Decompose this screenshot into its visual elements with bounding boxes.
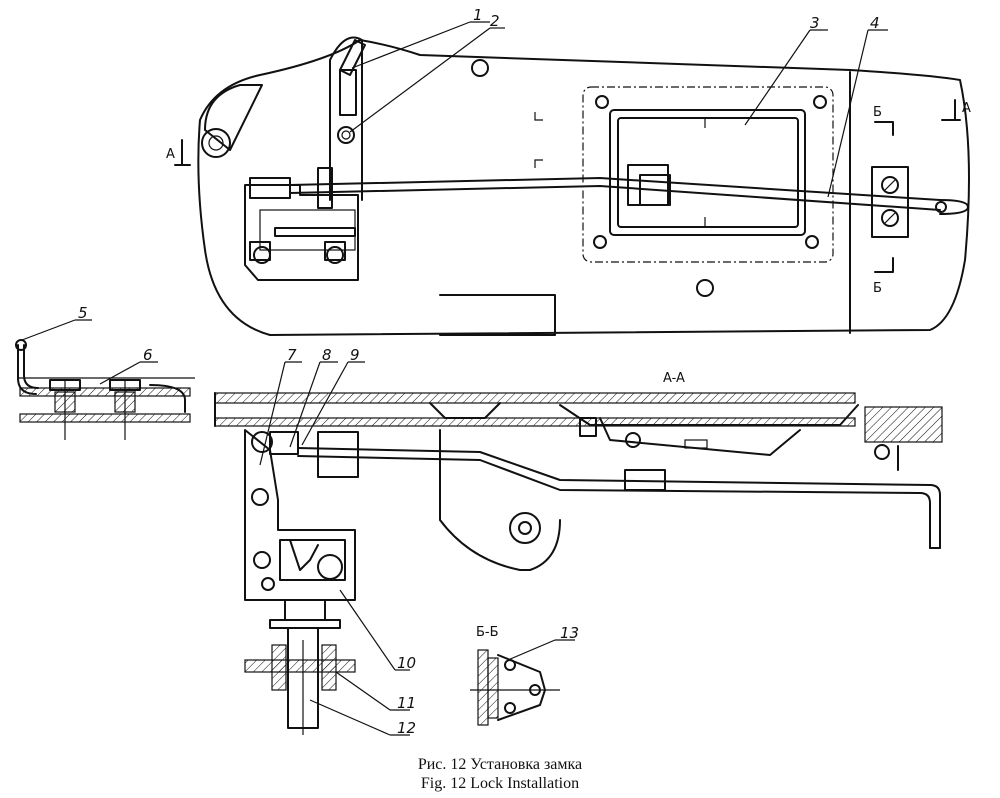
detail-fastening — [15, 319, 195, 440]
figure-caption-ru: Рис. 12 Установка замка — [417, 756, 583, 773]
callout-3: 3 — [810, 14, 820, 32]
callout-labels: 1 2 3 4 5 6 7 8 9 10 11 12 13 — [78, 6, 880, 737]
handle-recess — [582, 86, 834, 263]
lever-handle — [329, 36, 366, 201]
door-top-view — [197, 39, 970, 336]
connecting-rod-top — [289, 166, 969, 238]
section-mark-b-top: Б — [873, 105, 882, 120]
callout-13: 13 — [560, 624, 579, 642]
leader-lines-top — [349, 21, 888, 198]
callout-2: 2 — [490, 12, 500, 30]
callout-11: 11 — [397, 694, 416, 712]
callout-9: 9 — [350, 346, 360, 364]
section-mark-b-bottom: Б — [873, 281, 882, 296]
callout-1: 1 — [473, 6, 483, 24]
callout-8: 8 — [322, 346, 332, 364]
view-label-bb: Б-Б — [476, 625, 499, 640]
section-aa — [214, 361, 943, 736]
callout-6: 6 — [143, 346, 153, 364]
section-markers-top — [174, 99, 961, 273]
callout-12: 12 — [397, 719, 416, 737]
lock-block-top — [244, 167, 359, 281]
section-mark-a-left: A — [166, 147, 175, 162]
section-bb — [470, 639, 575, 726]
callout-5: 5 — [78, 304, 88, 322]
callout-4: 4 — [870, 14, 880, 32]
section-labels: A A Б Б A-A Б-Б — [166, 101, 971, 640]
callout-10: 10 — [397, 654, 416, 672]
view-label-aa: A-A — [663, 371, 685, 386]
section-mark-a-right: A — [962, 101, 971, 116]
callout-7: 7 — [287, 346, 297, 364]
figure-caption-en: Fig. 12 Lock Installation — [420, 775, 580, 792]
